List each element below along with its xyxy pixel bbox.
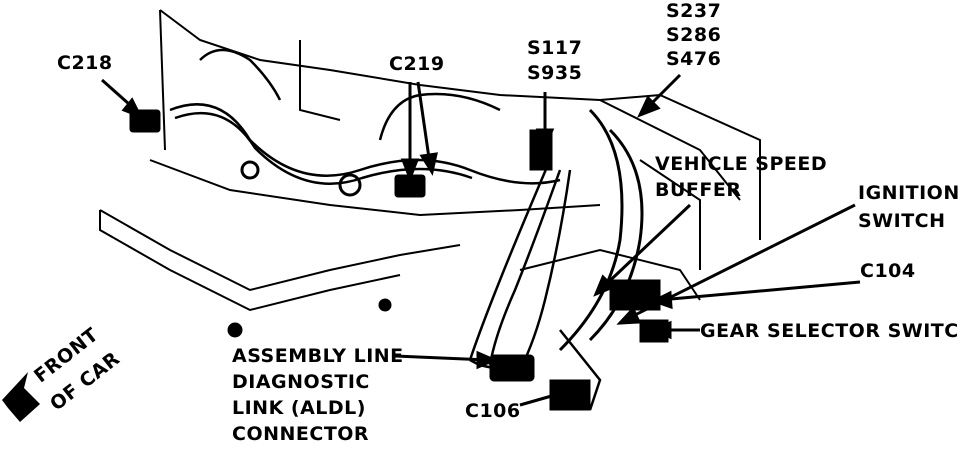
bolt-left [227, 322, 243, 338]
label-s935: S935 [527, 62, 583, 84]
label-ignition-line1: IGNITION [858, 182, 960, 204]
connector-c106 [549, 379, 591, 411]
sensor-center [240, 160, 260, 180]
label-s476: S476 [666, 48, 722, 70]
steering-column [558, 108, 644, 352]
label-vss-line1: VEHICLE SPEED [655, 153, 828, 175]
bolt-center [378, 298, 392, 312]
dashboard-structure [99, 9, 761, 312]
label-c106: C106 [465, 400, 521, 422]
label-aldl-line1: ASSEMBLY LINE [232, 345, 404, 367]
label-aldl-line2: DIAGNOSTIC [232, 371, 370, 393]
label-c104: C104 [860, 260, 916, 282]
label-c219: C219 [389, 53, 445, 75]
label-s237: S237 [666, 0, 722, 22]
label-gear-selector: GEAR SELECTOR SWITCH [700, 320, 960, 342]
label-c218: C218 [57, 52, 113, 74]
label-s286: S286 [666, 24, 722, 46]
sensor-left [338, 173, 362, 197]
connector-aldl [489, 354, 535, 382]
label-s117: S117 [527, 37, 583, 59]
front-arrow-icon [2, 372, 40, 422]
label-vss-line2: BUFFER [655, 179, 742, 201]
label-aldl-line4: CONNECTOR [232, 423, 370, 445]
label-ignition-line2: SWITCH [858, 210, 946, 232]
leader-lines [101, 73, 861, 407]
label-aldl-line3: LINK (ALDL) [232, 397, 366, 419]
wire-harness [169, 48, 602, 411]
